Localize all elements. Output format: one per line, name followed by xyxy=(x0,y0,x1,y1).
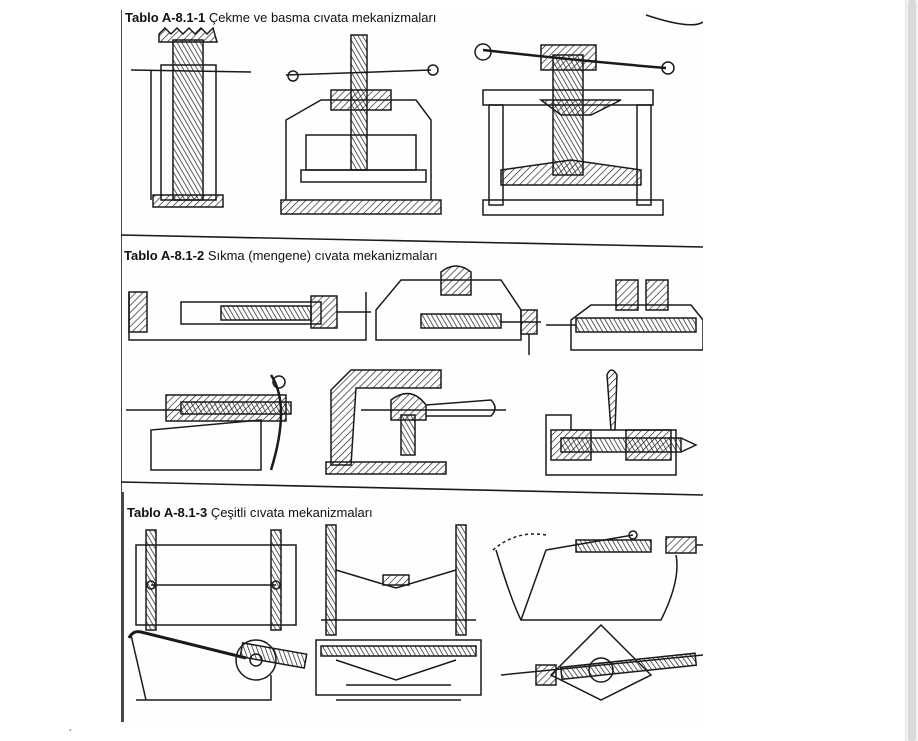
vise-drawing-5 xyxy=(545,369,698,476)
table2-code: Tablo A-8.1-2 xyxy=(124,248,205,263)
screw-jack-drawing xyxy=(130,26,252,208)
scrollbar-thumb[interactable] xyxy=(908,0,916,741)
mechanism-drawing-6 xyxy=(500,623,703,701)
clamp-drawing xyxy=(325,369,506,475)
scanned-page: Tablo A-8.1-1 Çekme ve basma cıvata meka… xyxy=(121,10,703,722)
table1-code: Tablo A-8.1-1 xyxy=(125,10,206,25)
press-frame-drawing xyxy=(280,34,442,215)
vise-drawing-3 xyxy=(546,279,703,351)
mechanism-drawing-3 xyxy=(492,530,703,621)
screw-press-drawing xyxy=(474,43,675,216)
table2-caption: Tablo A-8.1-2 Sıkma (mengene) cıvata mek… xyxy=(124,248,438,263)
table1-title: Çekme ve basma cıvata mekanizmaları xyxy=(208,10,437,25)
vise-drawing-1 xyxy=(128,291,371,341)
vise-drawing-2 xyxy=(375,265,541,355)
mechanism-drawing-5 xyxy=(315,639,482,701)
table2-title: Sıkma (mengene) cıvata mekanizmaları xyxy=(207,248,438,263)
vise-drawing-4 xyxy=(126,374,292,471)
table1-caption: Tablo A-8.1-1 Çekme ve basma cıvata meka… xyxy=(125,10,436,25)
table3-code: Tablo A-8.1-3 xyxy=(127,505,208,520)
mechanism-drawing-2 xyxy=(321,524,476,636)
page-mark: ´ xyxy=(69,729,73,740)
mechanism-drawing-4 xyxy=(127,630,308,701)
table3-title: Çeşitli cıvata mekanizmaları xyxy=(210,505,373,520)
mechanism-drawing-1 xyxy=(135,529,297,631)
table3-caption: Tablo A-8.1-3 Çeşitli cıvata mekanizmala… xyxy=(127,505,373,520)
scan-illustrations xyxy=(121,10,703,722)
